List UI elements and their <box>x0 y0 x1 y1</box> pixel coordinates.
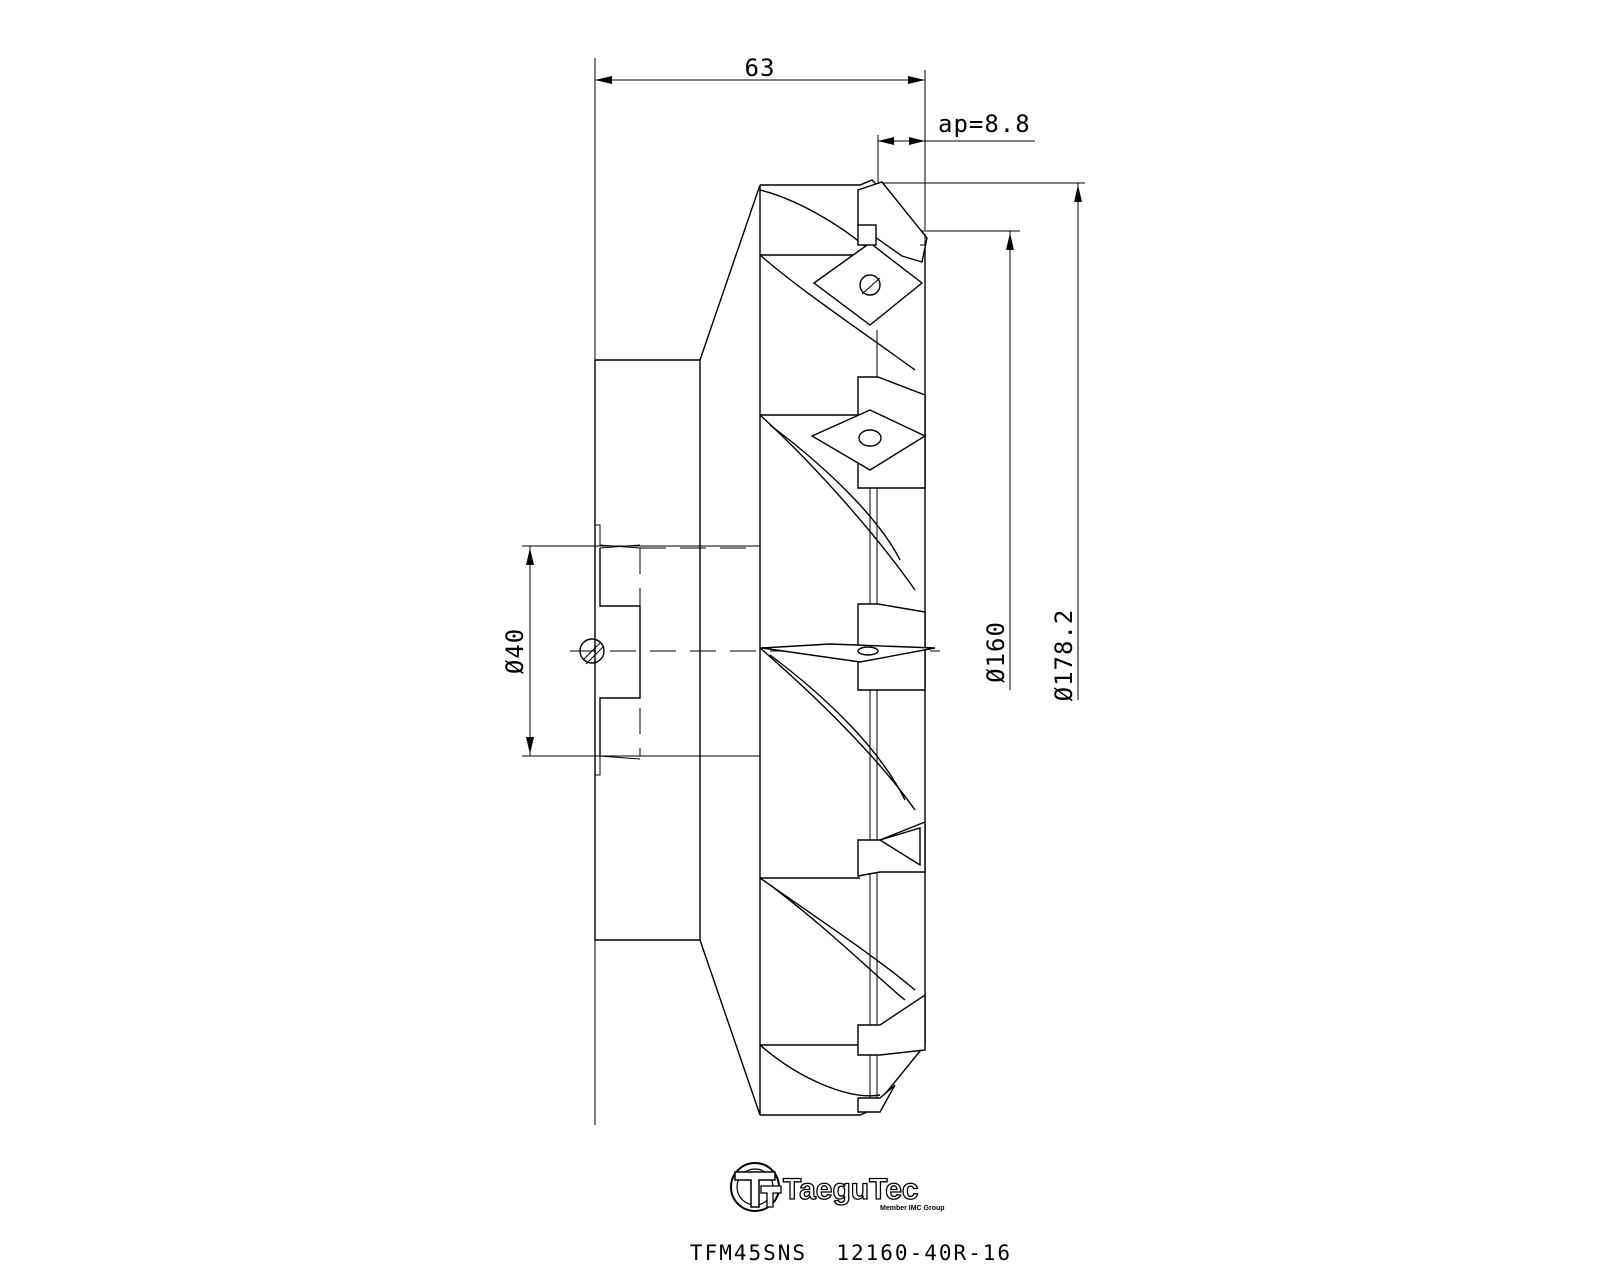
dimension-outer-diameter: Ø178.2 <box>880 182 1085 702</box>
dim-178-label: Ø178.2 <box>1050 609 1078 702</box>
model-code: TFM45SNS 12160-40R-16 <box>690 1241 1012 1265</box>
dimension-bore-diameter: Ø40 <box>501 545 760 757</box>
dim-ap-label: ap=8.8 <box>938 110 1031 138</box>
insert-5 <box>857 993 926 1113</box>
brand-name: TaeguTec <box>783 1173 919 1206</box>
insert-2 <box>810 376 927 489</box>
dim-160-label: Ø160 <box>982 621 1010 683</box>
insert-4 <box>857 820 926 877</box>
dim-40-label: Ø40 <box>501 628 529 674</box>
insert-3 <box>761 603 936 691</box>
brand-logo: TaeguTec Member IMC Group <box>730 1162 945 1212</box>
brand-tagline: Member IMC Group <box>880 1205 945 1212</box>
coolant-hole-icon <box>579 638 605 664</box>
dim-63-label: 63 <box>745 54 776 82</box>
insert-1 <box>812 181 928 326</box>
taegutec-emblem-icon <box>730 1162 782 1212</box>
cutter-body <box>759 179 936 1116</box>
dimension-depth-of-cut: ap=8.8 <box>877 110 1035 185</box>
dimension-cutting-diameter: Ø160 <box>905 230 1020 690</box>
